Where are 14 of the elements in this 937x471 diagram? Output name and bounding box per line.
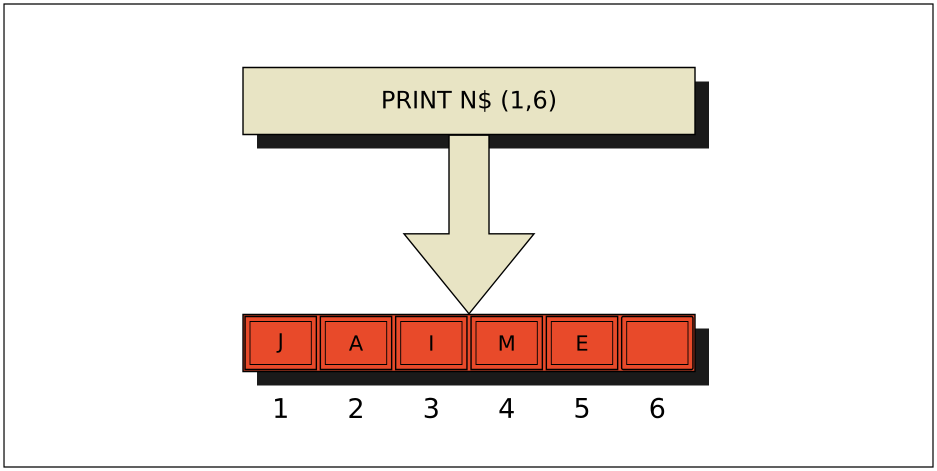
letter-cell: M xyxy=(470,316,544,370)
position-number: 5 xyxy=(576,398,588,418)
position-number: 3 xyxy=(424,398,438,418)
position-number: 2 xyxy=(349,398,362,418)
position-number: 6 xyxy=(650,398,664,418)
letter-cell: J xyxy=(244,316,318,370)
letter-cell xyxy=(620,316,694,370)
position-number: 1 xyxy=(275,398,287,418)
block-arrow xyxy=(402,134,536,315)
position-number: 4 xyxy=(499,398,514,418)
letter-cell: A xyxy=(320,316,392,370)
letter-cell: E xyxy=(546,316,618,370)
print-box: PRINT N$ (1,6) xyxy=(242,66,709,148)
letter-cell: I xyxy=(394,316,468,370)
